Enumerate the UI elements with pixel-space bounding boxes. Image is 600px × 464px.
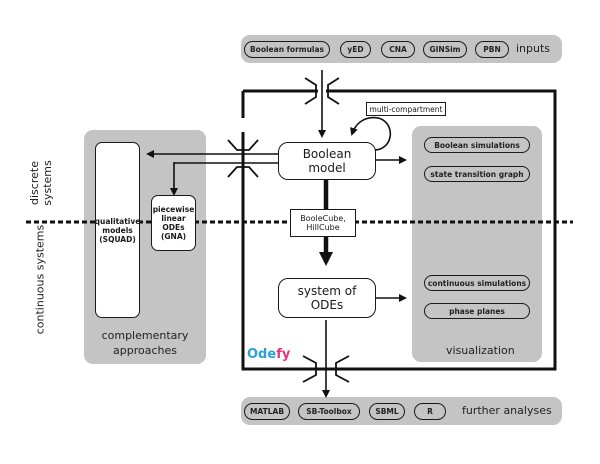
piecewise-line4: (GNA) xyxy=(160,232,187,241)
input-ginsim: GINSim xyxy=(423,41,467,58)
continuous-systems-label: continuous systems xyxy=(33,224,47,335)
output-r: R xyxy=(414,403,446,420)
boolean-model-node: Boolean model xyxy=(278,142,376,180)
piecewise-line3: ODEs xyxy=(162,223,185,232)
multi-compartment-label: multi-compartment xyxy=(366,102,446,116)
output-matlab: MATLAB xyxy=(244,403,290,420)
conversion-line2: HillCube xyxy=(306,223,340,232)
input-boolean-formulas: Boolean formulas xyxy=(244,41,330,58)
viz-state-transition-graph: state transition graph xyxy=(424,166,530,182)
input-pbn: PBN xyxy=(475,41,509,58)
conversion-line1: BooleCube, xyxy=(300,214,346,223)
input-yed: yED xyxy=(340,41,371,58)
viz-boolean-simulations: Boolean simulations xyxy=(424,137,530,153)
output-sbml: SBML xyxy=(369,403,405,420)
output-sb-toolbox: SB-Toolbox xyxy=(298,403,360,420)
qualitative-models-node: qualitative models (SQUAD) xyxy=(95,142,140,318)
system-of-odes-node: system of ODEs xyxy=(278,278,376,318)
odes-line1: system of xyxy=(297,284,357,298)
inputs-label: inputs xyxy=(516,42,551,55)
conversion-label: BooleCube, HillCube xyxy=(290,209,356,237)
input-cna: CNA xyxy=(381,41,415,58)
boolean-model-line2: model xyxy=(308,161,346,175)
boolean-model-line1: Boolean xyxy=(302,147,352,161)
piecewise-line1: piecewise xyxy=(152,205,195,214)
odefy-logo-part-a: Ode xyxy=(247,347,277,362)
odefy-logo: Odefy xyxy=(247,347,290,362)
visualization-label: visualization xyxy=(446,344,515,357)
visualization-panel xyxy=(412,126,542,362)
piecewise-linear-odes-node: piecewise linear ODEs (GNA) xyxy=(151,195,196,251)
viz-phase-planes: phase planes xyxy=(424,303,530,319)
odes-line2: ODEs xyxy=(310,298,344,312)
complementary-approaches-label: complementary approaches xyxy=(84,328,206,358)
further-analyses-label: further analyses xyxy=(462,404,552,417)
discrete-systems-label: discrete systems xyxy=(28,160,54,206)
qualitative-line3: (SQUAD) xyxy=(99,234,136,244)
complementary-line1: complementary xyxy=(101,329,189,342)
piecewise-line2: linear xyxy=(161,214,186,223)
qualitative-line1: qualitative xyxy=(94,216,141,226)
odefy-logo-part-b: fy xyxy=(276,347,291,362)
odefy-frame xyxy=(241,89,557,371)
complementary-line2: approaches xyxy=(113,344,177,357)
qualitative-line2: models xyxy=(102,225,133,235)
viz-continuous-simulations: continuous simulations xyxy=(424,275,530,291)
